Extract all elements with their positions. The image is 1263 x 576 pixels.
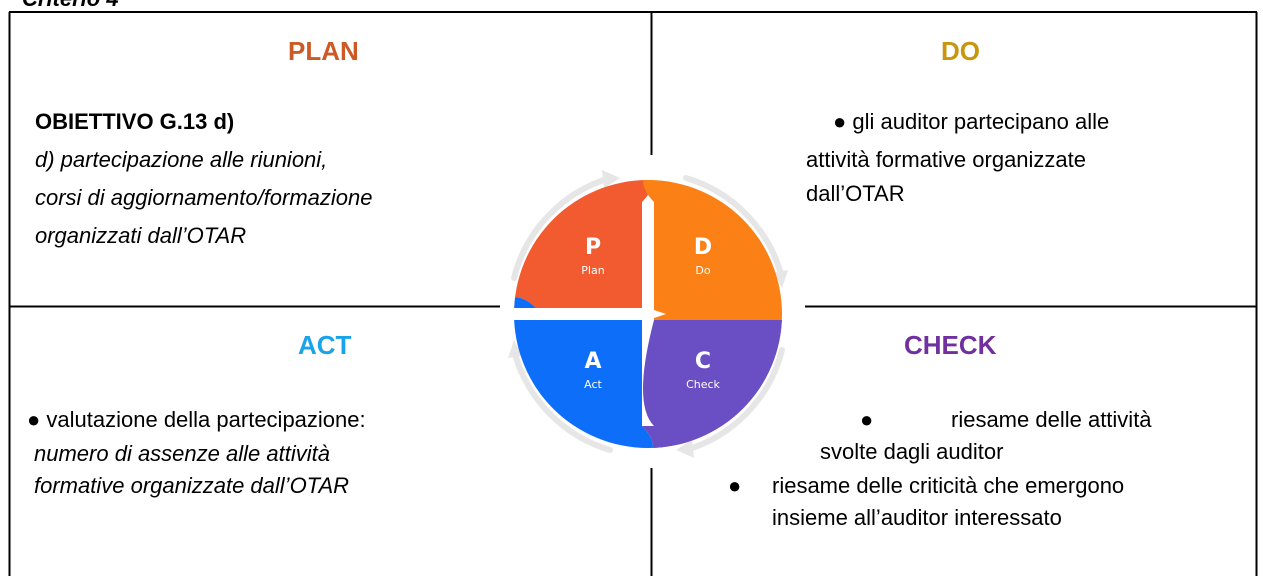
a-label: Act bbox=[584, 378, 602, 391]
plan-title: PLAN bbox=[288, 36, 359, 66]
do-line-3: dall’OTAR bbox=[806, 181, 905, 206]
act-segment bbox=[514, 297, 653, 448]
do-line-2: attività formative organizzate bbox=[806, 147, 1087, 172]
check-segment bbox=[642, 320, 782, 448]
act-bullet: ● valutazione della partecipazione: bbox=[27, 407, 366, 432]
plan-line-3: organizzati dall’OTAR bbox=[35, 223, 247, 248]
pdca-wheel: P Plan D Do A Act C Check bbox=[508, 170, 788, 458]
plan-line-1: d) partecipazione alle riunioni, bbox=[35, 147, 328, 172]
act-line-2: formative organizzate dall’OTAR bbox=[34, 473, 350, 498]
check-title: CHECK bbox=[904, 330, 997, 360]
check-bullet-2-line-1: riesame delle criticità che emergono bbox=[772, 473, 1125, 498]
plan-segment bbox=[514, 180, 653, 308]
check-bullet-2-mark: ● bbox=[728, 473, 742, 498]
check-bullet-1-mark: ● bbox=[860, 407, 874, 432]
p-label: Plan bbox=[581, 264, 604, 277]
check-bullet-1-cont: svolte dagli auditor bbox=[820, 439, 1004, 464]
act-line-1: numero di assenze alle attività bbox=[34, 441, 330, 466]
check-bullet-1-text: riesame delle attività bbox=[951, 407, 1152, 432]
plan-objective: OBIETTIVO G.13 d) bbox=[35, 109, 235, 134]
a-letter: A bbox=[584, 349, 601, 374]
c-letter: C bbox=[695, 349, 711, 374]
d-label: Do bbox=[695, 264, 710, 277]
do-line-1: ● gli auditor partecipano alle bbox=[833, 109, 1110, 134]
do-title: DO bbox=[941, 36, 980, 66]
c-label: Check bbox=[686, 378, 720, 391]
plan-line-2: corsi di aggiornamento/formazione bbox=[35, 185, 373, 210]
d-letter: D bbox=[694, 235, 712, 260]
act-title: ACT bbox=[298, 330, 352, 360]
cycle-arrows bbox=[511, 175, 785, 453]
check-bullet-2-line-2: insieme all’auditor interessato bbox=[772, 505, 1062, 530]
do-segment bbox=[643, 180, 782, 320]
page-title: Criterio 4 bbox=[22, 0, 119, 12]
p-letter: P bbox=[585, 235, 601, 260]
